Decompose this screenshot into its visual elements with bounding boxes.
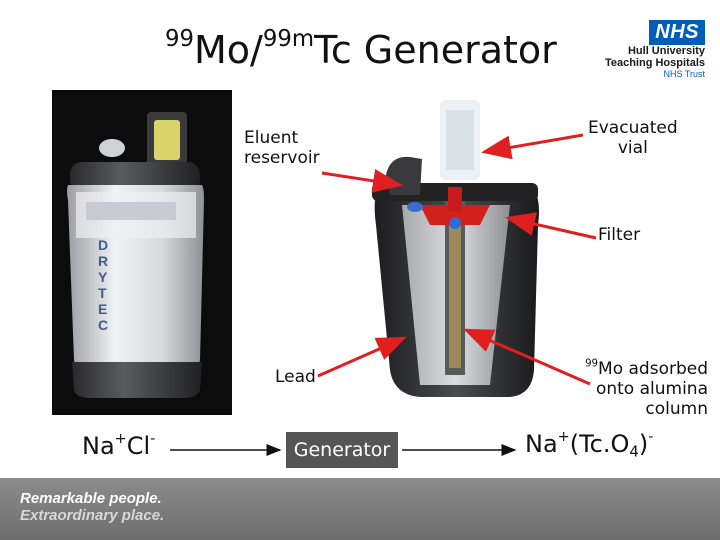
footer-tagline-1: Remarkable people. <box>20 490 162 507</box>
footer-tagline-2: Extraordinary place. <box>20 507 165 524</box>
photo-letter-y: Y <box>98 269 108 285</box>
footer-bar: Remarkable people. Extraordinary place. <box>0 478 720 540</box>
nhs-badge: NHS <box>649 20 705 45</box>
logo-line-2: Teaching Hospitals <box>604 57 705 69</box>
photo-letter-c: C <box>98 317 108 333</box>
logo-line-1: Hull University <box>627 45 705 57</box>
arrow-mo-column <box>463 328 591 386</box>
label-eluent-reservoir: Eluent reservoir <box>244 128 320 168</box>
label-evacuated-vial: Evacuated vial <box>588 118 678 158</box>
photo-letter-r: R <box>98 253 108 269</box>
input-saline: Na+Cl- <box>82 431 156 460</box>
logo-line-3: NHS Trust <box>663 69 705 79</box>
photo-letter-d: D <box>98 237 108 253</box>
generator-photo: D R Y T E C <box>52 90 232 415</box>
label-filter: Filter <box>598 225 641 245</box>
arrow-lead <box>317 336 407 378</box>
generator-box: Generator <box>286 432 398 468</box>
nhs-logo: NHS Hull University Teaching Hospitals N… <box>590 20 705 80</box>
arrow-evacuated-vial <box>481 133 584 160</box>
photo-letter-e: E <box>98 301 107 317</box>
arrow-eluent <box>321 169 403 193</box>
slide-title: 99Mo/99mTc Generator <box>165 25 557 72</box>
arrow-filter <box>505 212 597 240</box>
photo-letter-t: T <box>98 285 107 301</box>
label-mo-column: 99Mo adsorbed onto alumina column <box>585 358 708 419</box>
label-lead: Lead <box>275 367 316 387</box>
output-pertechnetate: Na+(Tc.O4)- <box>525 429 654 461</box>
